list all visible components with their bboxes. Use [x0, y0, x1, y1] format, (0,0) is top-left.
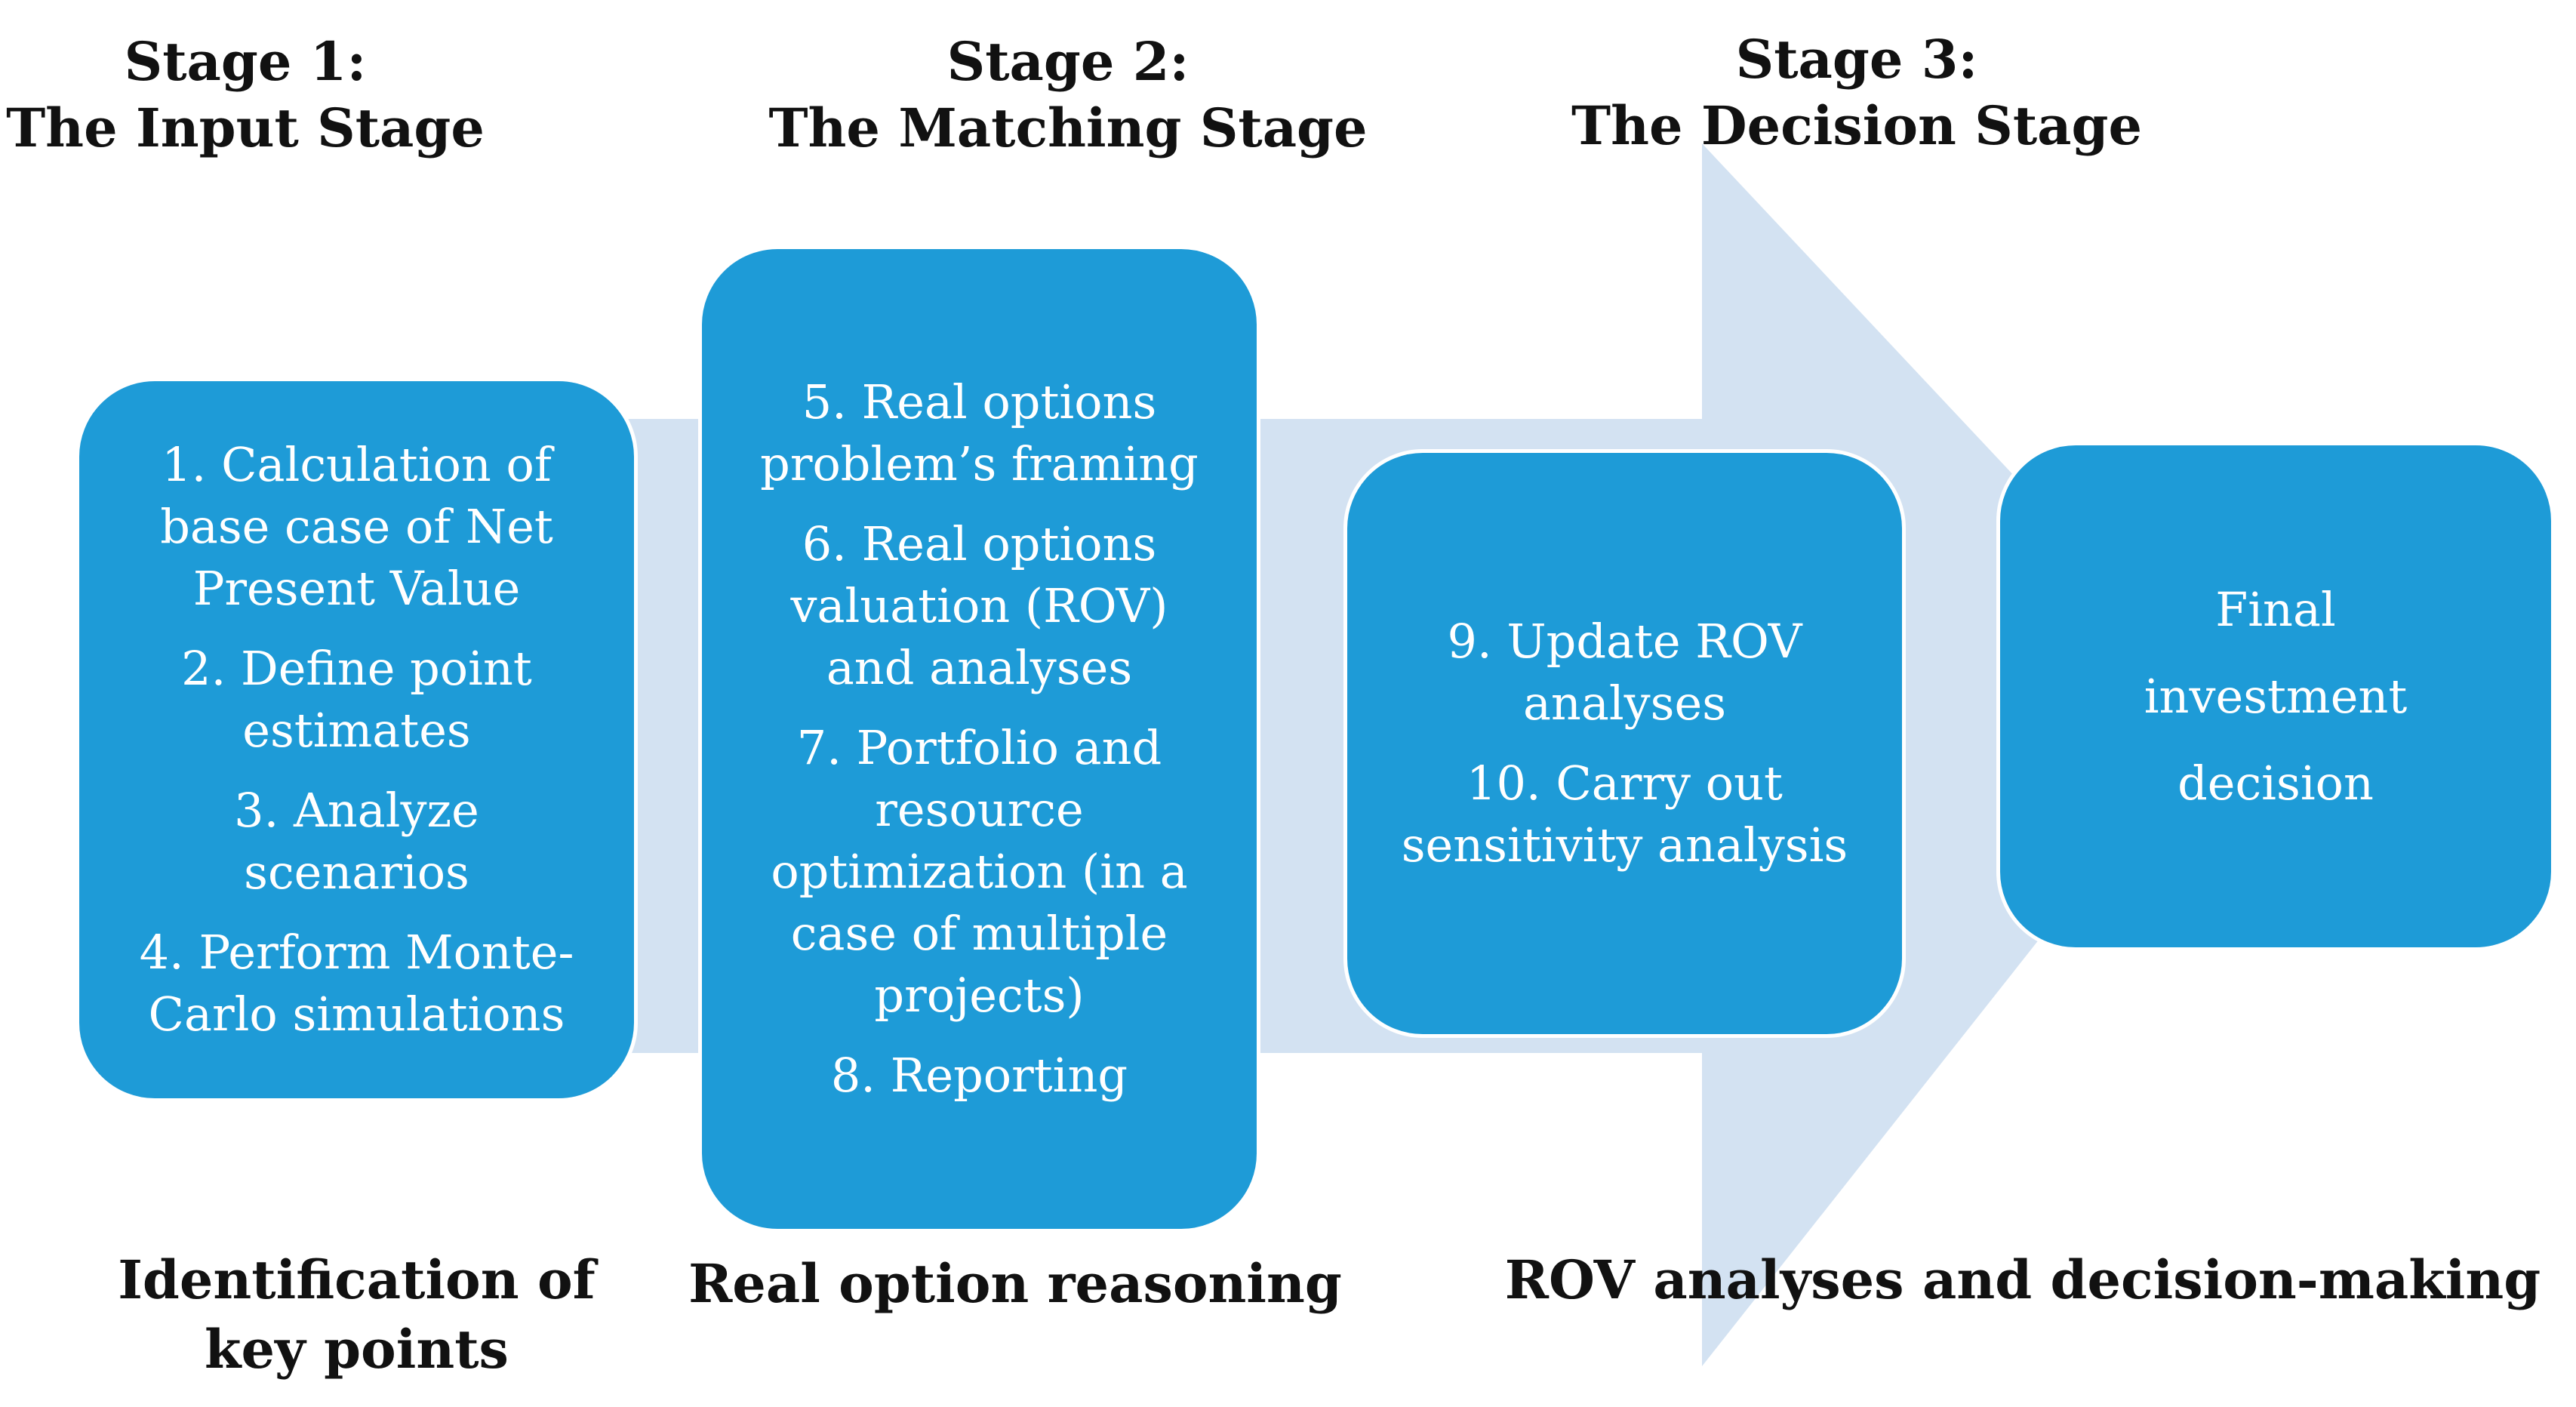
step-6: 6. Real options valuation (ROV) and anal… — [790, 516, 1168, 695]
stage-2-caption: Real option reasoning — [688, 1252, 1342, 1315]
step-10: 10. Carry out sensitivity analysis — [1401, 756, 1848, 873]
stage-1-box: 1. Calculation of base case of Net Prese… — [75, 377, 638, 1102]
stage-3-box: 9. Update ROV analyses 10. Carry out sen… — [1343, 449, 1906, 1038]
stage-2-name: The Matching Stage — [768, 97, 1368, 159]
stage-1-caption: Identification of key points — [118, 1248, 596, 1381]
step-3: 3. Analyze scenarios — [234, 783, 479, 900]
stage-3-title: Stage 3: The Decision Stage — [1555, 26, 2159, 159]
stage-1-name: The Input Stage — [6, 97, 485, 159]
final-decision-box: Final investment decision — [1996, 442, 2555, 951]
stage-1-label: Stage 1: — [124, 30, 367, 93]
step-1: 1. Calculation of base case of Net Prese… — [160, 437, 553, 616]
stage-2-label: Stage 2: — [946, 30, 1190, 93]
step-4: 4. Perform Monte- Carlo simulations — [139, 925, 574, 1042]
step-9: 9. Update ROV analyses — [1447, 614, 1802, 731]
final-line-3: decision — [2177, 756, 2374, 811]
stage-3-name: The Decision Stage — [1571, 94, 2143, 157]
stage-2-box: 5. Real options problem’s framing 6. Rea… — [698, 245, 1260, 1233]
step-2: 2. Define point estimates — [181, 641, 532, 758]
stage-3-caption: ROV analyses and decision-making — [1504, 1248, 2541, 1311]
final-line-1: Final — [2215, 582, 2336, 637]
stage-2-title: Stage 2: The Matching Stage — [755, 29, 1381, 162]
step-8: 8. Reporting — [830, 1048, 1128, 1103]
stage-1-title: Stage 1: The Input Stage — [0, 29, 491, 162]
step-7: 7. Portfolio and resource optimization (… — [771, 720, 1188, 1023]
stage-3-label: Stage 3: — [1735, 28, 1978, 91]
step-5: 5. Real options problem’s framing — [760, 374, 1199, 491]
final-line-2: investment — [2144, 669, 2408, 724]
